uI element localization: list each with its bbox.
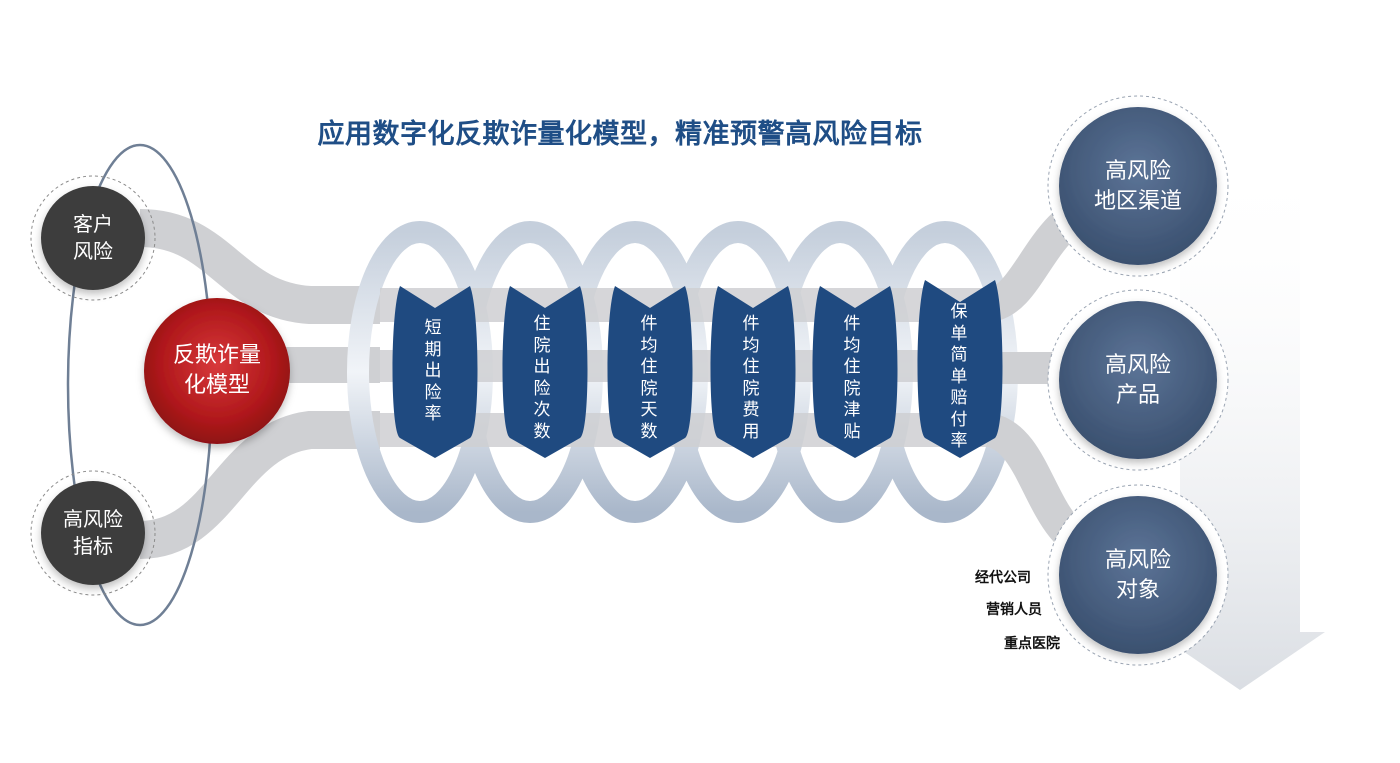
filter-label-hospital-claim-count: 住院出险次数 <box>533 314 551 442</box>
filter-ribbon-4 <box>710 286 796 458</box>
input-label-customer-risk: 客户 风险 <box>73 212 113 263</box>
input-node-risk-halo <box>30 175 156 301</box>
target-sales-staff: 营销人员 <box>986 602 1042 618</box>
filter-label-avg-hospital-cost: 件均住院费用 <box>742 314 760 442</box>
filter-label-avg-hospital-days: 件均住院天数 <box>640 314 658 442</box>
filter-ribbon-6 <box>917 280 1003 458</box>
model-label: 反欺诈量 化模型 <box>172 343 261 398</box>
output-label-region-channel: 高风险 地区渠道 <box>1093 159 1182 214</box>
model-node <box>144 298 290 444</box>
input-node-customer-risk <box>41 186 145 290</box>
input-node-high-risk-indicator <box>41 481 145 585</box>
input-node-indicator-halo <box>30 470 156 596</box>
filter-label-short-term-claim-rate: 短期出险率 <box>424 318 442 424</box>
output-label-target: 高风险 对象 <box>1104 548 1171 603</box>
filter-ribbon-5 <box>812 286 898 458</box>
filter-ribbons <box>392 280 1003 458</box>
page-title: 应用数字化反欺诈量化模型，精准预警高风险目标 <box>317 119 923 150</box>
output-nodes <box>1047 95 1229 666</box>
target-key-hospitals: 重点医院 <box>1004 636 1060 652</box>
filter-label-avg-hospital-allowance: 件均住院津贴 <box>843 314 861 442</box>
filter-label-policy-claim-ratio: 保单简单赔付率 <box>950 302 968 451</box>
stream-top <box>139 209 380 324</box>
target-brokers: 经代公司 <box>975 570 1031 586</box>
filter-ribbon-1 <box>392 286 478 458</box>
stream-bottom <box>138 411 380 559</box>
output-label-product: 高风险 产品 <box>1104 353 1171 408</box>
filter-ribbon-3 <box>607 286 693 458</box>
input-label-high-risk-indicator: 高风险 指标 <box>63 507 123 558</box>
filter-ribbon-2 <box>502 286 588 458</box>
